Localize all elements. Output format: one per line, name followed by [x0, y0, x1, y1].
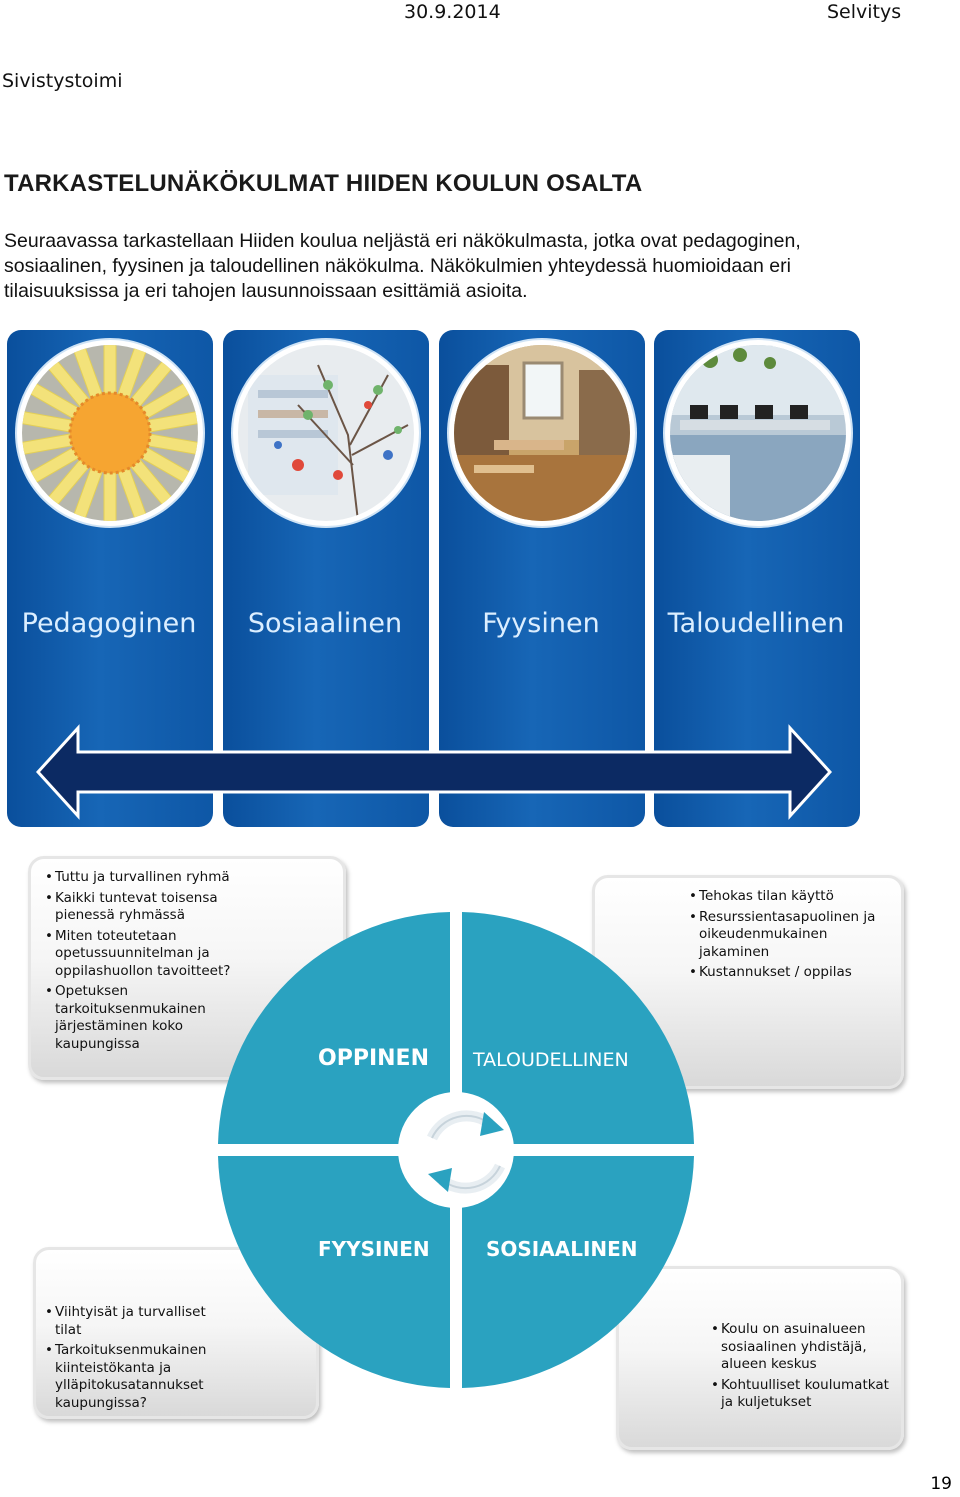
list-item: Tehokas tilan käyttö — [689, 888, 889, 906]
flower-craft-photo — [17, 340, 203, 526]
cycle-arrows-icon — [427, 1110, 505, 1194]
quadrant-bottom-right — [462, 1156, 694, 1388]
header-date: 30.9.2014 — [404, 1, 501, 23]
classroom-interior-photo — [449, 340, 635, 526]
physical-notes-box: Viihtyisät ja turvalliset tilat Tarkoitu… — [33, 1247, 319, 1419]
list-item: Kohtuulliset koulumatkat ja kuljetukset — [711, 1377, 891, 1412]
intro-paragraph: Seuraavassa tarkastellaan Hiiden koulua … — [4, 230, 801, 302]
social-notes-box: Koulu on asuinalueen sosiaalinen yhdistä… — [616, 1266, 904, 1450]
list-item: Kaikki tuntevat toisensa pienessä ryhmäs… — [45, 890, 245, 925]
page-title: TARKASTELUNÄKÖKULMAT HIIDEN KOULUN OSALT… — [4, 170, 643, 197]
list-item: Opetuksen tarkoituksenmukainen järjestäm… — [45, 983, 245, 1053]
list-item: Tuttu ja turvallinen ryhmä — [45, 869, 245, 887]
list-item: Tarkoituksenmukainen kiinteistökanta ja … — [45, 1342, 215, 1412]
header-department: Sivistystoimi — [2, 70, 123, 92]
physical-notes-list: Viihtyisät ja turvalliset tilat Tarkoitu… — [45, 1304, 215, 1415]
quadrant-bottom-left — [218, 1156, 450, 1388]
list-item: Miten toteutetaan opetussuunnitelman ja … — [45, 928, 245, 981]
list-item: Koulu on asuinalueen sosiaalinen yhdistä… — [711, 1321, 891, 1374]
quadrant-top-left — [218, 912, 450, 1144]
quadrant-circle — [218, 912, 694, 1388]
pedagogical-notes-list: Tuttu ja turvallinen ryhmä Kaikki tuntev… — [45, 869, 245, 1056]
list-item: Kustannukset / oppilas — [689, 964, 889, 982]
perspective-label-pedagogical: Pedagoginen — [21, 608, 197, 639]
page-number: 19 — [930, 1474, 952, 1494]
quadrant-label-physical: FYYSINEN — [318, 1237, 430, 1261]
list-item: Resurssientasapuolinen ja oikeudenmukain… — [689, 909, 889, 962]
perspective-label-physical: Fyysinen — [482, 608, 600, 639]
header-doc-type: Selvitys — [827, 1, 902, 23]
quadrant-label-social: SOSIAALINEN — [486, 1237, 638, 1261]
double-arrow-icon — [36, 724, 832, 820]
economic-notes-list: Tehokas tilan käyttö Resurssientasapuoli… — [689, 888, 889, 985]
quadrant-top-right — [462, 912, 694, 1144]
social-notes-list: Koulu on asuinalueen sosiaalinen yhdistä… — [711, 1321, 891, 1415]
classroom-branches-photo — [233, 340, 419, 526]
quadrant-label-economic: TALOUDELLINEN — [473, 1049, 629, 1071]
computer-lab-photo — [665, 340, 851, 526]
economic-notes-box: Tehokas tilan käyttö Resurssientasapuoli… — [592, 875, 904, 1089]
list-item: Viihtyisät ja turvalliset tilat — [45, 1304, 215, 1339]
perspective-label-social: Sosiaalinen — [247, 608, 403, 639]
perspective-label-economic: Taloudellinen — [667, 608, 845, 639]
quadrant-label-learning: OPPINEN — [318, 1046, 429, 1071]
